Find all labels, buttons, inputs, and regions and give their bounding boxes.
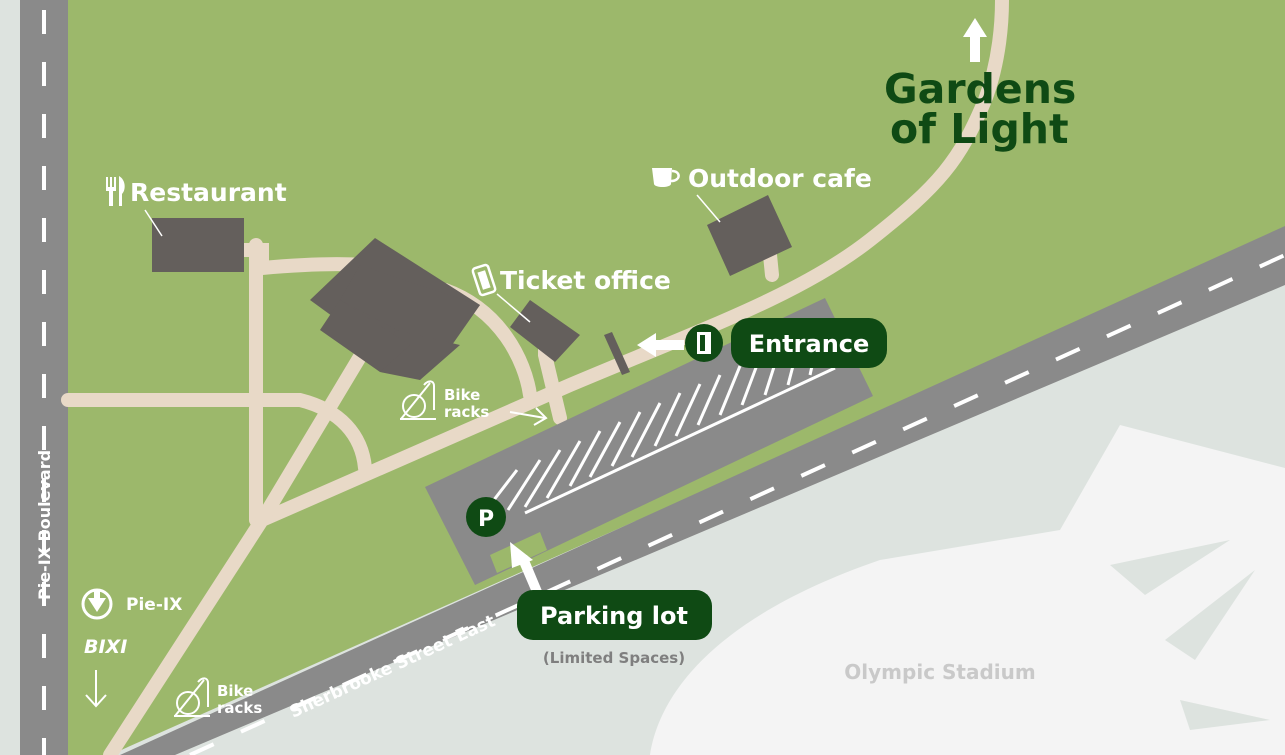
bike-rack-icon <box>174 677 210 717</box>
ticket-office-building <box>510 300 580 362</box>
sherbrooke-street-road <box>120 226 1285 755</box>
bike-racks-label-line2: racks <box>444 403 489 421</box>
outdoor-cafe-building <box>707 195 792 276</box>
gardens-of-light-label-line2: of Light <box>890 105 1069 153</box>
outdoor-cafe-label: Outdoor cafe <box>688 164 872 193</box>
main-building <box>310 238 480 380</box>
gardens-of-light-label: Gardens <box>884 65 1076 113</box>
metro-icon <box>81 588 113 620</box>
bike-racks-label-bottom: Bike <box>217 682 253 700</box>
stadium-facet <box>1110 540 1230 595</box>
stadium-facet <box>1165 570 1255 660</box>
entrance-badge <box>731 318 887 368</box>
arrow-left-icon <box>637 333 684 357</box>
arrow-right-icon <box>509 407 548 426</box>
bike-racks-label-bottom-line2: racks <box>217 699 262 717</box>
parking-lot-label: Parking lot <box>540 602 688 630</box>
bike-racks-label: Bike <box>444 386 480 404</box>
parking-symbol: P <box>478 507 494 532</box>
olympic-stadium-shape <box>650 425 1285 755</box>
limited-spaces-label: (Limited Spaces) <box>543 649 685 667</box>
pie-ix-boulevard-label: Pie-IX Boulevard <box>35 450 54 600</box>
entrance-gate <box>604 332 630 375</box>
parking-lot-area <box>425 298 873 585</box>
parking-symbol-badge <box>466 497 506 537</box>
pie-ix-metro-label: Pie-IX <box>126 595 182 615</box>
ticket-icon <box>471 263 497 297</box>
bixi-logo: BIXI <box>84 636 127 658</box>
ticket-office-label: Ticket office <box>500 266 671 295</box>
restaurant-building <box>152 218 244 272</box>
fork-knife-icon <box>106 176 125 206</box>
entrance-label: Entrance <box>749 330 870 358</box>
leader-lines <box>144 194 721 323</box>
coffee-cup-icon <box>652 168 680 187</box>
restaurant-label: Restaurant <box>130 178 287 207</box>
bike-rack-icon <box>400 380 436 420</box>
arrow-down-icon <box>85 670 107 708</box>
door-icon <box>697 332 711 354</box>
olympic-stadium-label: Olympic Stadium <box>844 660 1035 684</box>
stadium-facet <box>1180 700 1270 730</box>
arrow-up-icon <box>963 18 987 62</box>
parking-lot-badge <box>517 590 712 640</box>
